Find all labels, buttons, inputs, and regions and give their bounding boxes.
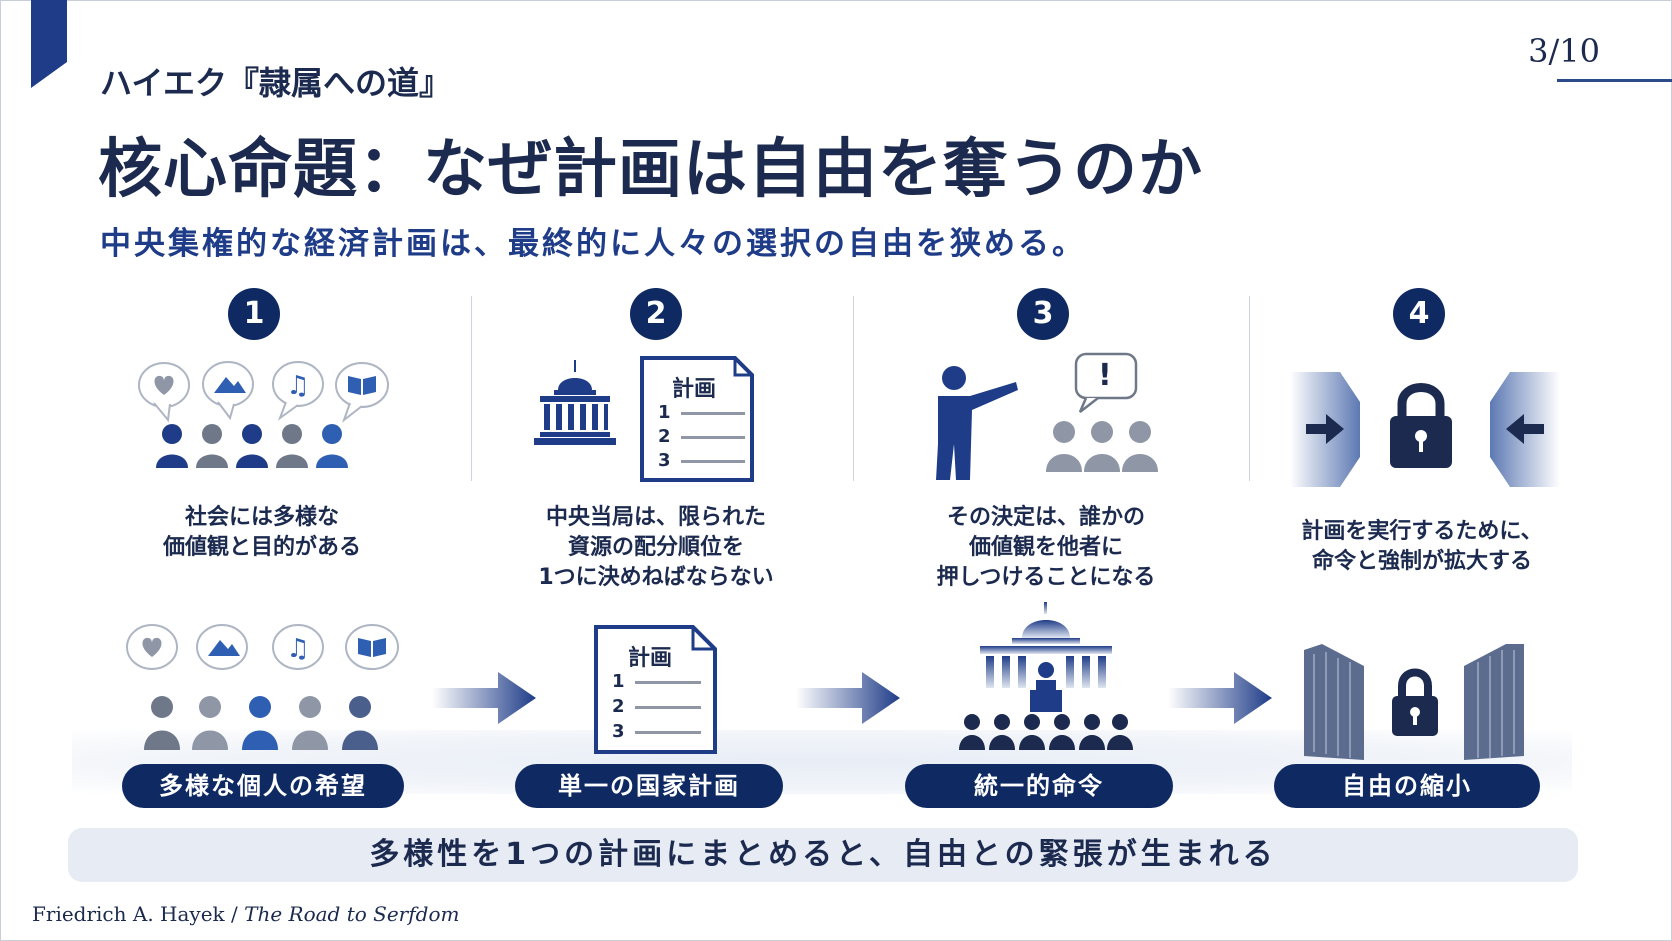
- document-item-number: 3: [658, 450, 671, 471]
- pointing-person-icon: [936, 366, 1018, 480]
- column-divider: [1249, 296, 1250, 481]
- flow-label: 多様な個人の希望: [122, 764, 404, 808]
- capitol-icon: [534, 360, 616, 445]
- document-title: 計画: [672, 377, 717, 402]
- document-icon: [594, 625, 717, 754]
- people-group-icon: [144, 696, 378, 750]
- step-line: その決定は、誰かの: [946, 505, 1145, 530]
- step-number: 3: [1017, 288, 1069, 340]
- exclamation-icon: !: [1098, 358, 1112, 393]
- slide-subtitle: 中央集権的な経済計画は、最終的に人々の選択の自由を狭める。: [100, 226, 1086, 262]
- svg-text:♫: ♫: [286, 634, 309, 664]
- slide-kicker: ハイエク『隷属への道』: [100, 64, 452, 102]
- bubble-book-icon: [335, 362, 389, 423]
- document-title: 計画: [628, 646, 673, 671]
- people-group-icon: [959, 714, 1133, 750]
- slide-title: 核心命題：なぜ計画は自由を奪うのか: [98, 133, 1203, 207]
- document-list: 1 2 3: [658, 402, 745, 474]
- diverse-people-icon: ♫: [126, 624, 399, 750]
- arrow-right-icon: [432, 672, 536, 724]
- arrow-right-icon: [1306, 414, 1344, 444]
- step-line: 資源の配分順位を: [567, 535, 744, 560]
- bubble-heart-icon: [126, 624, 178, 670]
- flow-label: 統一的命令: [905, 764, 1173, 808]
- arrow-left-icon: [1506, 414, 1544, 444]
- step-description: その決定は、誰かの 価値観を他者に 押しつけることになる: [866, 503, 1226, 593]
- flow-label: 自由の縮小: [1274, 764, 1540, 808]
- wall-icon: [1304, 644, 1364, 760]
- bubble-heart-icon: [138, 362, 190, 423]
- step-number: 4: [1393, 288, 1445, 340]
- bubble-mountain-icon: [202, 361, 254, 421]
- step-line: 計画を実行するために、: [1301, 519, 1543, 544]
- arrow-right-icon: [1168, 672, 1272, 724]
- confinement-lock-icon: [1304, 644, 1524, 760]
- step-line: 1つに決めねばならない: [538, 565, 774, 590]
- bubble-mountain-icon: [196, 624, 248, 670]
- step-description: 計画を実行するために、 命令と強制が拡大する: [1242, 517, 1602, 577]
- document-item-number: 2: [612, 696, 625, 717]
- arrow-right-icon: [796, 672, 900, 724]
- corner-accent: [31, 0, 67, 88]
- lock-icon: [1390, 383, 1452, 468]
- diverse-people-icon: ♫: [138, 361, 389, 468]
- source-credit: Friedrich A. Hayek / The Road to Serfdom: [32, 902, 459, 926]
- step-line: 価値観を他者に: [968, 535, 1123, 560]
- people-group-icon: [156, 424, 348, 468]
- bubble-book-icon: [345, 624, 399, 670]
- step-description: 中央当局は、限られた 資源の配分順位を 1つに決めねばならない: [476, 503, 836, 593]
- conclusion-banner: 多様性を1つの計画にまとめると、自由との緊張が生まれる: [68, 828, 1578, 882]
- column-divider: [853, 296, 854, 481]
- document-item-number: 1: [612, 671, 625, 692]
- coercion-lock-icon: [1290, 372, 1560, 487]
- speaker-icon: [1030, 662, 1062, 712]
- people-group-icon: [1046, 421, 1158, 472]
- step-description: 社会には多様な 価値観と目的がある: [82, 503, 442, 563]
- imposition-icon: [936, 352, 1158, 480]
- step-number: 1: [228, 288, 280, 340]
- document-list: 1 2 3: [612, 671, 701, 746]
- document-item-number: 3: [612, 721, 625, 742]
- document-item-number: 2: [658, 426, 671, 447]
- svg-text:♫: ♫: [286, 371, 309, 401]
- document-item-number: 1: [658, 402, 671, 423]
- bubble-music-icon: ♫: [272, 624, 324, 670]
- document-icon: [640, 356, 754, 482]
- bubble-music-icon: ♫: [272, 361, 324, 421]
- page-number: 3/10: [1528, 32, 1600, 70]
- page-number-underline: [1557, 79, 1672, 82]
- credit-author: Friedrich A. Hayek /: [32, 902, 245, 926]
- step-number: 2: [630, 288, 682, 340]
- step-line: 押しつけることになる: [936, 565, 1156, 590]
- wall-icon: [1464, 644, 1524, 760]
- flow-label: 単一の国家計画: [515, 764, 783, 808]
- exclamation-bubble-icon: [1074, 352, 1138, 413]
- lock-icon: [1392, 668, 1438, 736]
- step-line: 社会には多様な: [184, 505, 339, 530]
- authority-plan-icon: [534, 356, 754, 482]
- capitol-assembly-icon: [959, 602, 1133, 750]
- step-line: 命令と強制が拡大する: [1311, 549, 1532, 574]
- credit-work: The Road to Serfdom: [244, 902, 460, 926]
- step-line: 価値観と目的がある: [162, 535, 361, 560]
- capitol-icon: [980, 602, 1112, 688]
- step-line: 中央当局は、限られた: [545, 505, 766, 530]
- column-divider: [471, 296, 472, 481]
